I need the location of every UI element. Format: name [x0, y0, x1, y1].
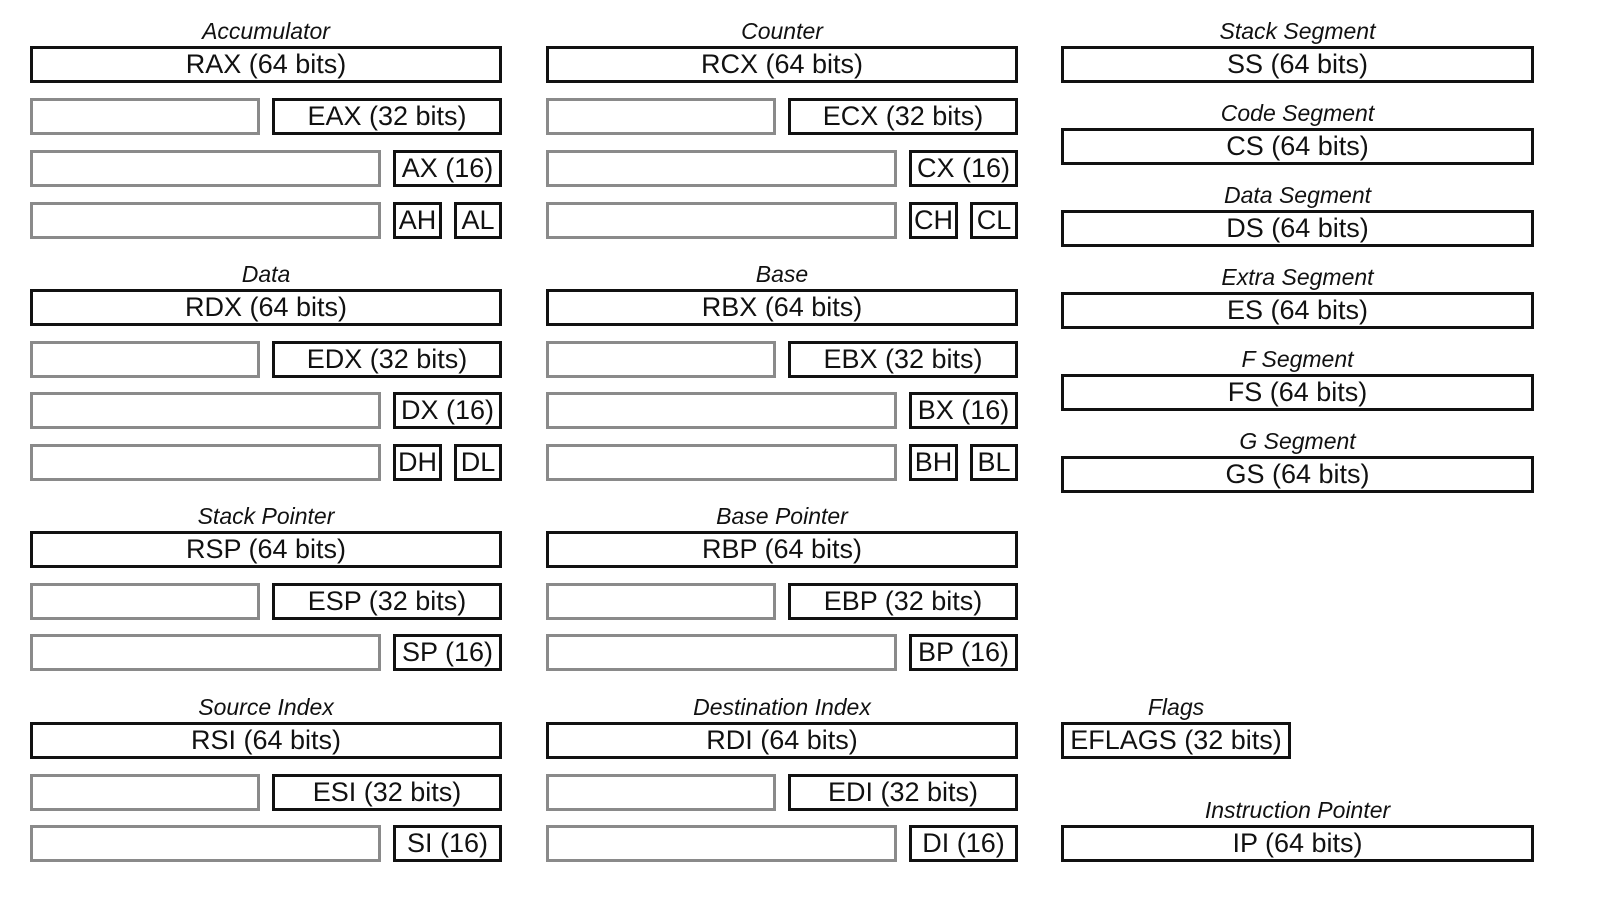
unused-upper-bits — [30, 202, 381, 239]
register-dh: DH — [393, 444, 442, 481]
register-cl: CL — [970, 202, 1018, 239]
register-bl: BL — [970, 444, 1018, 481]
register-edx: EDX (32 bits) — [272, 341, 502, 378]
register-gs: GS (64 bits) — [1061, 456, 1534, 493]
caption-g-segment: G Segment — [1239, 428, 1356, 454]
caption-data-segment: Data Segment — [1223, 182, 1372, 208]
register-bx: BX (16) — [909, 392, 1018, 429]
register-al: AL — [454, 202, 502, 239]
register-rbx: RBX (64 bits) — [546, 289, 1018, 326]
register-eflags: EFLAGS (32 bits) — [1061, 722, 1291, 759]
caption-code-segment: Code Segment — [1220, 100, 1375, 126]
caption-instruction-pointer: Instruction Pointer — [1204, 797, 1391, 823]
register-dx: DX (16) — [393, 392, 502, 429]
register-bh: BH — [909, 444, 958, 481]
register-rax: RAX (64 bits) — [30, 46, 502, 83]
unused-upper-bits — [546, 98, 776, 135]
register-ch: CH — [909, 202, 958, 239]
register-edi: EDI (32 bits) — [788, 774, 1018, 811]
unused-upper-bits — [30, 444, 381, 481]
register-bp: BP (16) — [909, 634, 1018, 671]
caption-source-index: Source Index — [198, 694, 334, 720]
register-rdx: RDX (64 bits) — [30, 289, 502, 326]
unused-upper-bits — [546, 825, 897, 862]
unused-upper-bits — [546, 634, 897, 671]
register-ebp: EBP (32 bits) — [788, 583, 1018, 620]
unused-upper-bits — [546, 583, 776, 620]
unused-upper-bits — [546, 444, 897, 481]
caption-f-segment: F Segment — [1241, 346, 1354, 372]
unused-upper-bits — [546, 202, 897, 239]
caption-data: Data — [241, 261, 291, 287]
caption-extra-segment: Extra Segment — [1221, 264, 1374, 290]
register-rcx: RCX (64 bits) — [546, 46, 1018, 83]
unused-upper-bits — [30, 583, 260, 620]
caption-base: Base — [755, 261, 809, 287]
caption-flags: Flags — [1147, 694, 1205, 720]
register-ecx: ECX (32 bits) — [788, 98, 1018, 135]
unused-upper-bits — [30, 825, 381, 862]
caption-accumulator: Accumulator — [202, 18, 330, 44]
register-ss: SS (64 bits) — [1061, 46, 1534, 83]
register-rbp: RBP (64 bits) — [546, 531, 1018, 568]
register-dl: DL — [454, 444, 502, 481]
register-rsp: RSP (64 bits) — [30, 531, 502, 568]
register-ds: DS (64 bits) — [1061, 210, 1534, 247]
unused-upper-bits — [30, 150, 381, 187]
register-fs: FS (64 bits) — [1061, 374, 1534, 411]
register-es: ES (64 bits) — [1061, 292, 1534, 329]
register-di: DI (16) — [909, 825, 1018, 862]
register-sp: SP (16) — [393, 634, 502, 671]
caption-stack-pointer: Stack Pointer — [197, 503, 335, 529]
register-esp: ESP (32 bits) — [272, 583, 502, 620]
register-esi: ESI (32 bits) — [272, 774, 502, 811]
register-eax: EAX (32 bits) — [272, 98, 502, 135]
caption-counter: Counter — [741, 18, 823, 44]
caption-destination-index: Destination Index — [693, 694, 871, 720]
unused-upper-bits — [546, 341, 776, 378]
register-rdi: RDI (64 bits) — [546, 722, 1018, 759]
caption-stack-segment: Stack Segment — [1219, 18, 1376, 44]
register-ip: IP (64 bits) — [1061, 825, 1534, 862]
register-ax: AX (16) — [393, 150, 502, 187]
register-cs: CS (64 bits) — [1061, 128, 1534, 165]
unused-upper-bits — [30, 774, 260, 811]
register-rsi: RSI (64 bits) — [30, 722, 502, 759]
register-si: SI (16) — [393, 825, 502, 862]
unused-upper-bits — [546, 150, 897, 187]
unused-upper-bits — [30, 341, 260, 378]
register-ah: AH — [393, 202, 442, 239]
unused-upper-bits — [546, 774, 776, 811]
register-ebx: EBX (32 bits) — [788, 341, 1018, 378]
unused-upper-bits — [30, 392, 381, 429]
caption-base-pointer: Base Pointer — [716, 503, 848, 529]
unused-upper-bits — [30, 98, 260, 135]
register-cx: CX (16) — [909, 150, 1018, 187]
unused-upper-bits — [30, 634, 381, 671]
unused-upper-bits — [546, 392, 897, 429]
